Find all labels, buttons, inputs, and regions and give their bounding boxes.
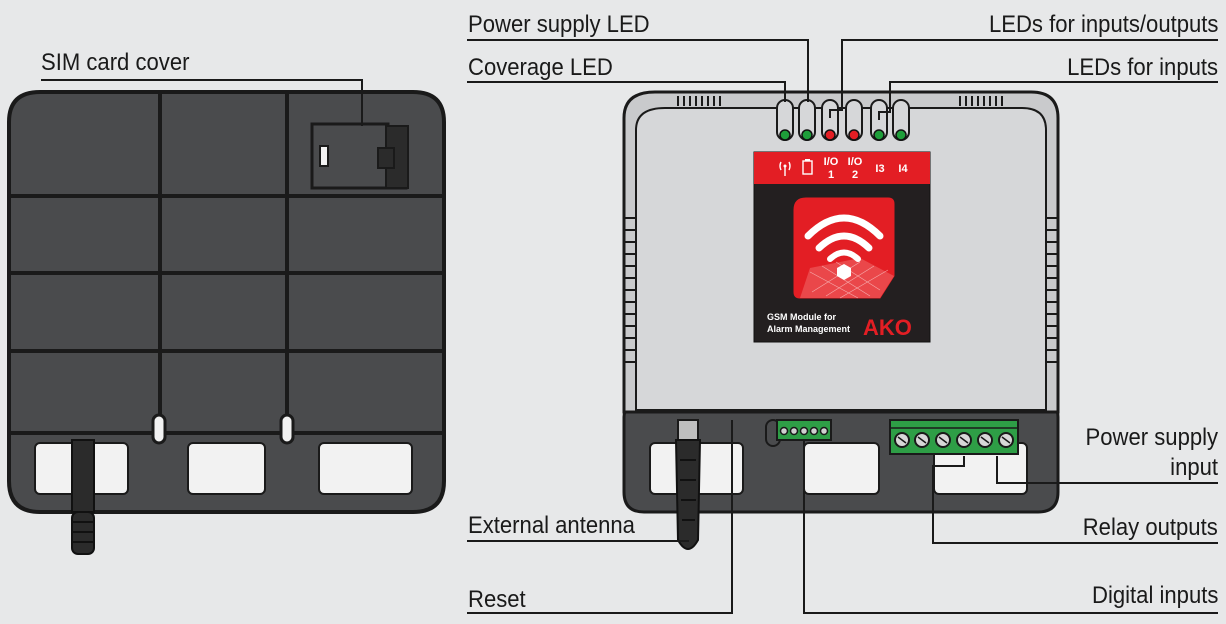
led-io-2 — [845, 99, 863, 141]
brand-logo: AKO — [863, 315, 912, 340]
led-io-1 — [821, 99, 839, 141]
wifi-logo — [793, 197, 895, 299]
label-io1-bottom: 1 — [828, 169, 834, 181]
back-slot-left — [151, 413, 167, 445]
digital-inputs-terminal — [776, 419, 832, 441]
label-relay-outputs: Relay outputs — [1082, 514, 1218, 541]
label-coverage-led: Coverage LED — [468, 54, 613, 81]
leader-coverage-led — [467, 81, 786, 102]
back-antenna-connector — [71, 511, 95, 555]
back-slot-right — [279, 413, 295, 445]
label-io2-bottom: 2 — [852, 169, 858, 181]
top-vents — [677, 96, 1003, 106]
label-external-antenna: External antenna — [468, 512, 635, 539]
leader-power-supply-led — [467, 39, 809, 102]
back-window-2 — [187, 442, 266, 495]
back-cable — [71, 439, 95, 513]
leader-leds-inputs — [878, 81, 1218, 120]
coverage-icon — [779, 161, 791, 176]
leader-sim-card-cover — [41, 79, 363, 126]
label-power-supply-led: Power supply LED — [468, 11, 650, 38]
label-leds-inputs-outputs: LEDs for inputs/outputs — [988, 11, 1218, 38]
label-power-supply-input-line1: Power supply — [1085, 424, 1218, 451]
label-i4: I4 — [898, 163, 908, 175]
front-window-2 — [803, 442, 880, 495]
leader-leds-inputs-outputs — [829, 39, 1218, 118]
product-line-1: GSM Module for — [767, 312, 836, 322]
leader-digital-inputs — [803, 440, 1218, 614]
label-leds-inputs: LEDs for inputs — [1067, 54, 1218, 81]
leader-reset — [467, 420, 733, 614]
label-i3: I3 — [875, 163, 884, 175]
led-power-supply — [798, 99, 816, 141]
label-io2-top: I/O — [848, 156, 863, 168]
led-i4 — [892, 99, 910, 141]
device-front-view: I/O 1 I/O 2 I3 I4 GSM Module for Alarm M… — [622, 90, 1060, 550]
product-line-2: Alarm Management — [767, 324, 850, 334]
label-io1-top: I/O — [824, 156, 839, 168]
power-supply-icon — [802, 159, 813, 175]
leader-relay-outputs — [932, 456, 1218, 544]
external-antenna-part — [674, 419, 702, 550]
back-grid-lines — [9, 92, 444, 435]
relay-power-terminal — [889, 419, 1019, 455]
label-digital-inputs: Digital inputs — [1091, 582, 1218, 609]
label-power-supply-input-line2: input — [1170, 454, 1218, 481]
sim-card-cover — [310, 122, 409, 190]
back-window-3 — [318, 442, 413, 495]
front-label: I/O 1 I/O 2 I3 I4 GSM Module for Alarm M… — [753, 151, 931, 343]
label-reset: Reset — [468, 586, 526, 613]
leader-lines — [467, 39, 1218, 614]
label-sim-card-cover: SIM card cover — [41, 49, 190, 76]
device-back-view — [7, 79, 446, 555]
leader-power-supply-input — [996, 456, 1218, 484]
led-coverage — [776, 99, 794, 141]
side-vents — [624, 217, 1058, 363]
